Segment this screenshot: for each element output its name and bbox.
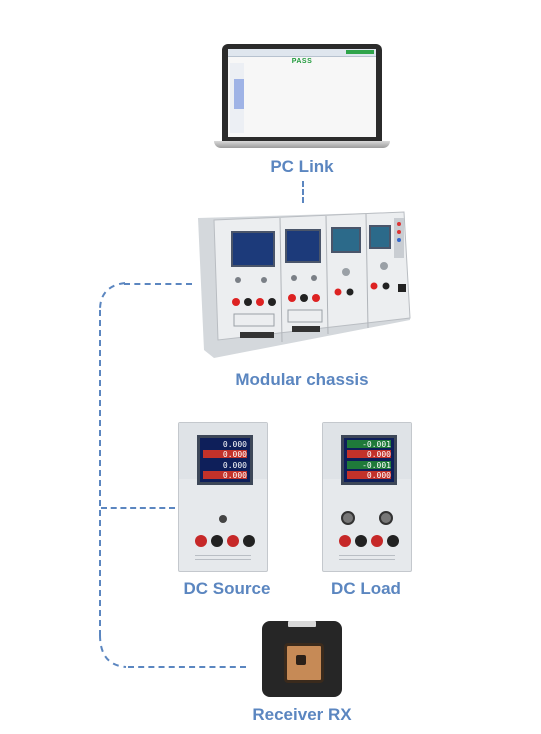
source-reading-2: 0.000 (203, 450, 247, 459)
source-knob (219, 515, 227, 523)
load-reading-3: -0.001 (347, 461, 391, 470)
source-terminal-black-1 (211, 535, 223, 547)
source-terminal-red-2 (227, 535, 239, 547)
load-knob-2 (379, 511, 393, 525)
pass-status: PASS (291, 58, 313, 65)
load-knob-1 (341, 511, 355, 525)
dc-source-label: DC Source (183, 579, 271, 598)
modular-chassis-label: Modular chassis (235, 370, 369, 389)
load-terminal-red-2 (371, 535, 383, 547)
load-reading-1: -0.001 (347, 440, 391, 449)
link-curve-bottom (99, 634, 127, 668)
laptop-display: PASS (228, 49, 376, 137)
modular-chassis (198, 210, 414, 360)
load-terminal-black-1 (355, 535, 367, 547)
status-indicator (346, 50, 374, 54)
load-terminal-red-1 (339, 535, 351, 547)
load-terminal-black-2 (387, 535, 399, 547)
link-line-source (101, 507, 175, 509)
load-reading-2: 0.000 (347, 450, 391, 459)
link-line-rx (128, 666, 246, 668)
link-line-pc-chassis (302, 181, 304, 203)
receiver-rx-label: Receiver RX (252, 705, 352, 724)
source-reading-1: 0.000 (222, 440, 247, 449)
load-reading-4: 0.000 (347, 471, 391, 480)
receiver-coil (284, 643, 324, 683)
app-toolbar (228, 49, 376, 57)
laptop-screen: PASS (222, 44, 382, 141)
link-curve-top (99, 282, 126, 311)
receiver-tab (288, 621, 316, 627)
app-data-block (234, 79, 244, 109)
dc-load-label: DC Load (331, 579, 401, 598)
link-line-vertical (99, 310, 101, 636)
link-line-chassis-left (124, 283, 192, 285)
dc-load-unit: -0.001 0.000 -0.001 0.000 (322, 422, 412, 572)
receiver-rx-device (262, 621, 342, 697)
dc-source-display: 0.000 0.000 0.000 0.000 (197, 435, 253, 485)
dc-load-display: -0.001 0.000 -0.001 0.000 (341, 435, 397, 485)
source-reading-4: 0.000 (203, 471, 247, 480)
dc-source-unit: 0.000 0.000 0.000 0.000 (178, 422, 268, 572)
source-reading-3: 0.000 (222, 461, 247, 470)
source-terminal-black-2 (243, 535, 255, 547)
pc-link-label: PC Link (270, 157, 334, 176)
laptop-base (214, 141, 390, 148)
source-terminal-red-1 (195, 535, 207, 547)
